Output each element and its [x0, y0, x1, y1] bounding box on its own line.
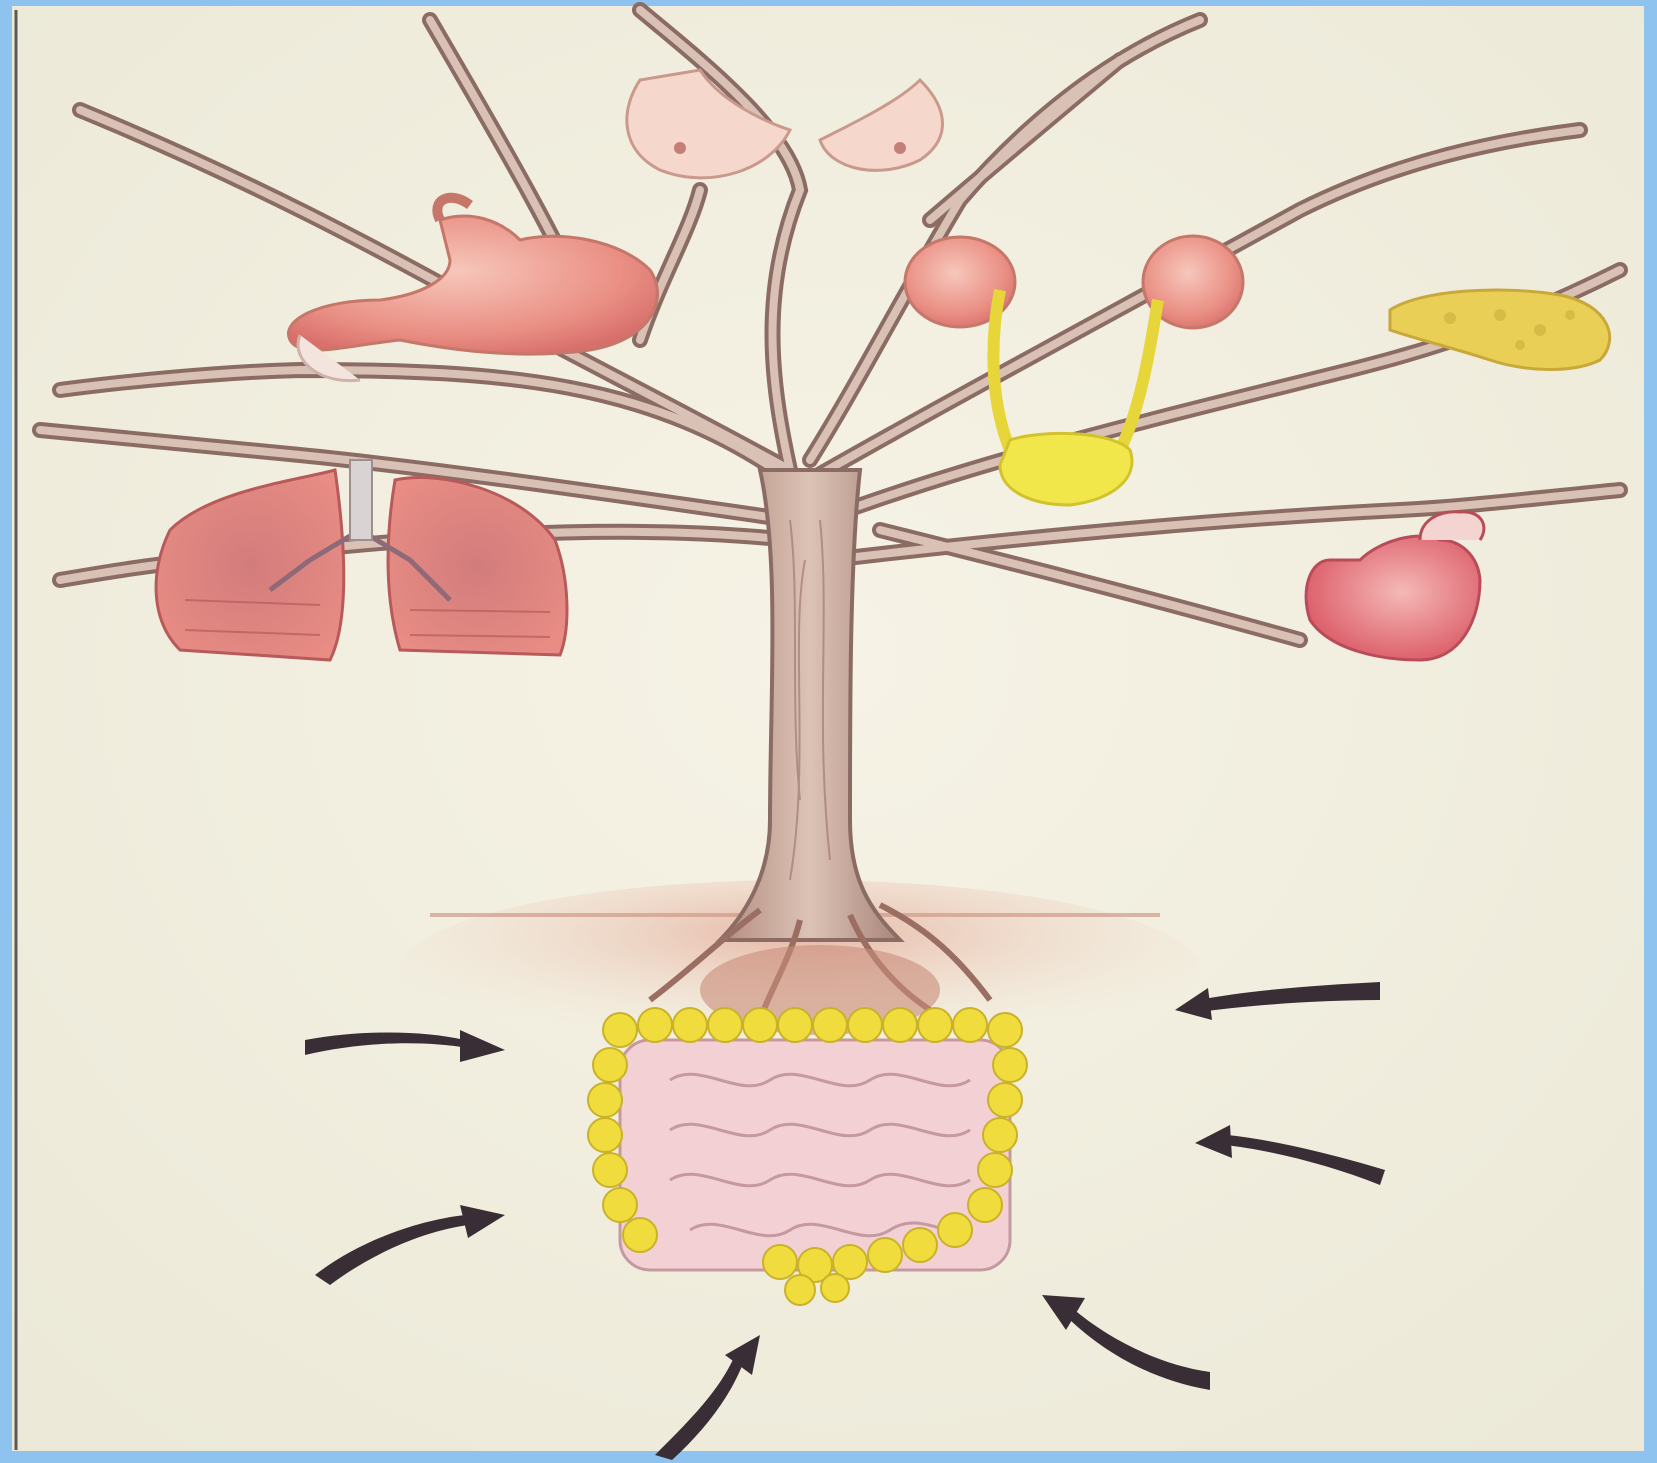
- illustration-frame: [0, 0, 1657, 1463]
- tree-illustration: [0, 0, 1657, 1463]
